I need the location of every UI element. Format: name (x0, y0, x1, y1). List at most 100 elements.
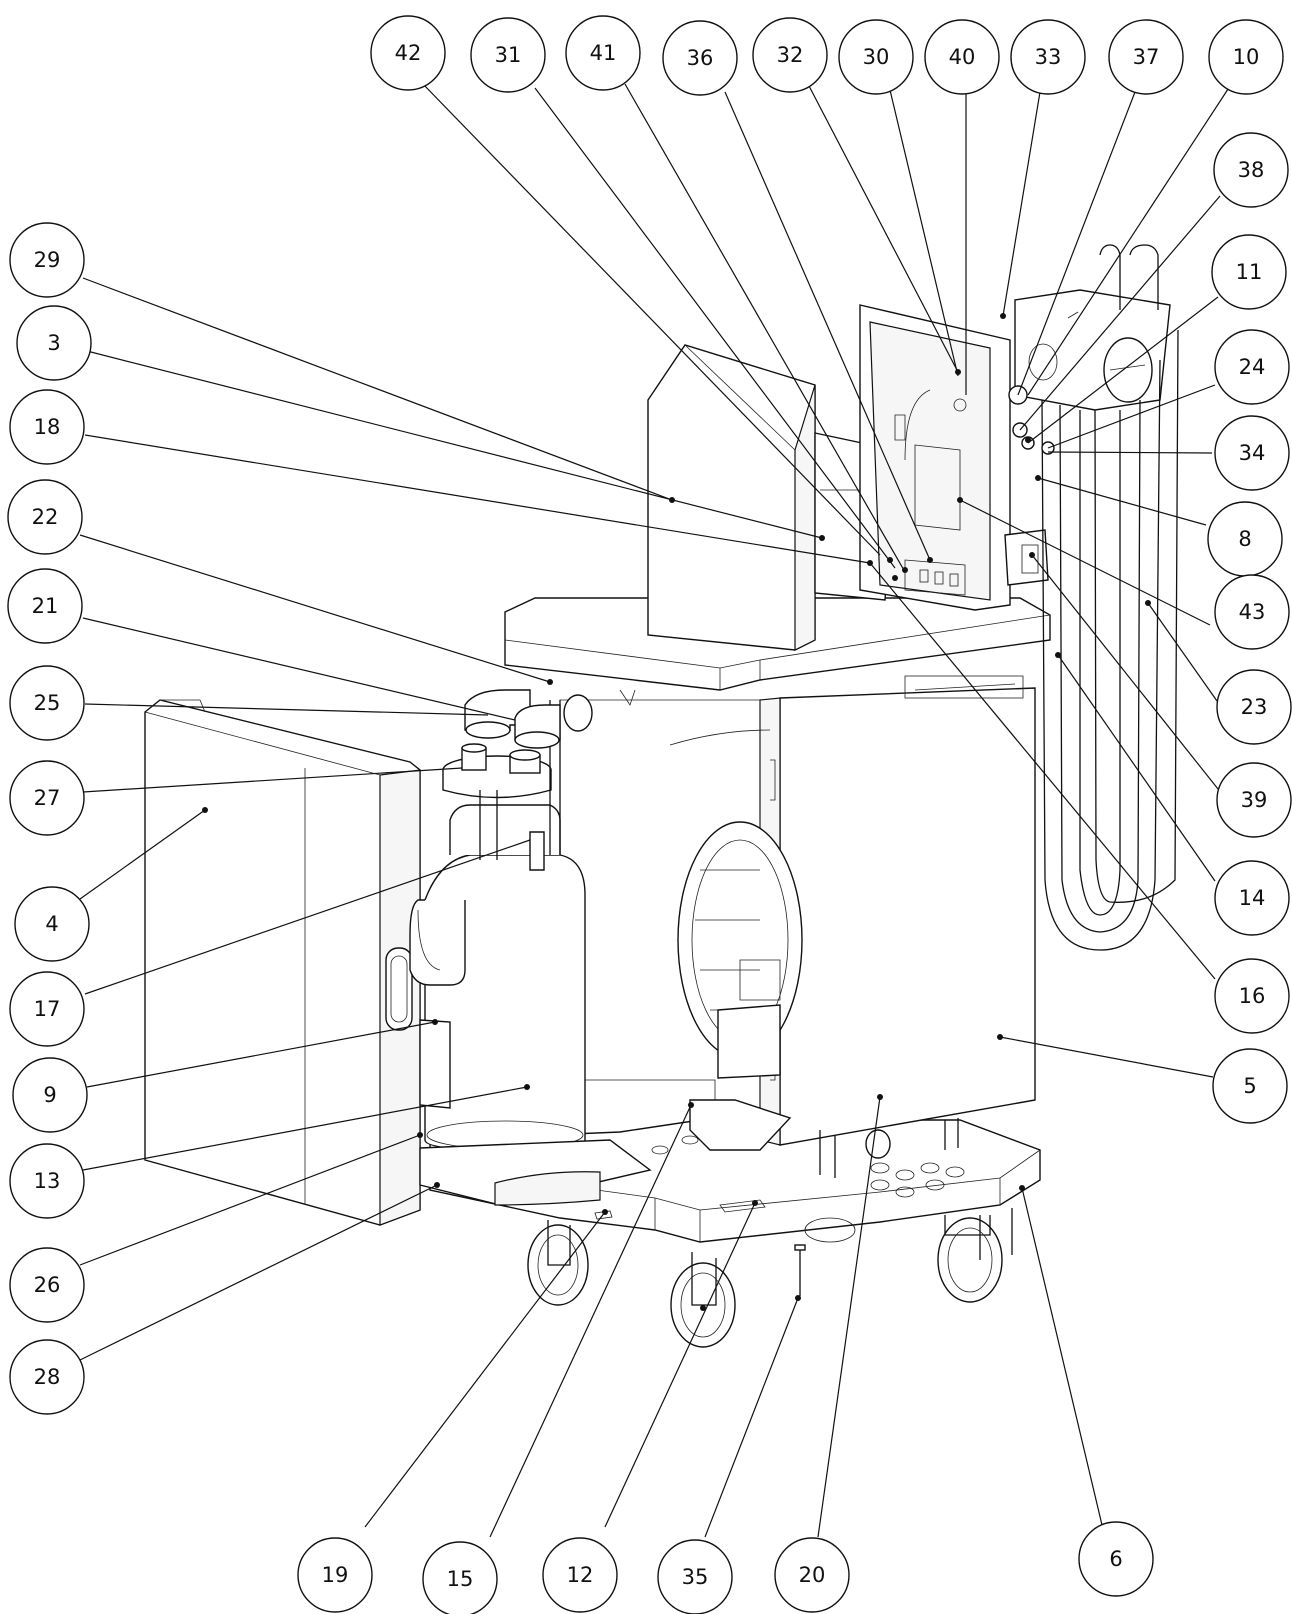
callout-label: 14 (1239, 886, 1266, 910)
callout-label: 25 (34, 691, 61, 715)
callout-label: 24 (1239, 355, 1266, 379)
callout-25: 25 (9, 665, 85, 741)
callout-label: 15 (447, 1567, 474, 1591)
callout-label: 32 (777, 43, 804, 67)
callout-14: 14 (1214, 860, 1290, 936)
top-cover-housing (647, 344, 816, 651)
callout-label: 17 (34, 997, 61, 1021)
callout-label: 26 (34, 1273, 61, 1297)
callout-label: 3 (47, 331, 60, 355)
callout-label: 29 (34, 248, 61, 272)
callout-34: 34 (1214, 415, 1290, 491)
callout-21: 21 (7, 568, 83, 644)
callout-label: 16 (1239, 984, 1266, 1008)
callout-35: 35 (657, 1539, 733, 1614)
caster-wheel-front-left (527, 1220, 589, 1306)
vacuum-hoses (1041, 244, 1179, 951)
callout-28: 28 (9, 1339, 85, 1415)
leader-lines (79, 82, 1233, 1538)
callout-30: 30 (838, 19, 914, 95)
callout-5: 5 (1212, 1048, 1288, 1124)
callout-31: 31 (470, 17, 546, 93)
callout-label: 5 (1243, 1074, 1256, 1098)
motor-mount (689, 1099, 792, 1151)
callout-15: 15 (422, 1541, 498, 1614)
callout-label: 41 (590, 41, 617, 65)
callout-11: 11 (1211, 234, 1287, 310)
callout-label: 28 (34, 1365, 61, 1389)
machine-drawing (144, 244, 1179, 1348)
callout-3: 3 (16, 305, 92, 381)
callout-26: 26 (9, 1247, 85, 1323)
callout-label: 27 (34, 786, 61, 810)
callout-label: 42 (395, 41, 422, 65)
callout-label: 37 (1133, 45, 1160, 69)
callout-bubbles: 42 31 41 36 32 30 40 33 37 10 38 11 24 3… (7, 15, 1292, 1614)
callout-label: 34 (1239, 441, 1266, 465)
cabinet-side-panel (759, 675, 1036, 1146)
callout-41: 41 (565, 15, 641, 91)
label-plate (419, 1019, 451, 1109)
callout-8: 8 (1207, 501, 1283, 577)
callout-20: 20 (774, 1537, 850, 1613)
callout-9: 9 (12, 1057, 88, 1133)
caster-wheel-rear-right (937, 1215, 1003, 1303)
callout-label: 6 (1109, 1547, 1122, 1571)
callout-label: 4 (45, 912, 58, 936)
callout-39: 39 (1216, 762, 1292, 838)
callout-label: 35 (682, 1565, 709, 1589)
callout-label: 39 (1241, 788, 1268, 812)
callout-label: 43 (1239, 600, 1266, 624)
callout-label: 10 (1233, 45, 1260, 69)
screw (794, 1244, 806, 1296)
callout-24: 24 (1214, 329, 1290, 405)
callout-label: 9 (43, 1083, 56, 1107)
caster-wheel-rear (804, 1217, 856, 1243)
callout-36: 36 (662, 20, 738, 96)
callout-12: 12 (542, 1537, 618, 1613)
callout-13: 13 (9, 1143, 85, 1219)
callout-label: 33 (1035, 45, 1062, 69)
callout-23: 23 (1216, 669, 1292, 745)
callout-label: 18 (34, 415, 61, 439)
callout-label: 13 (34, 1169, 61, 1193)
float-valve (529, 831, 545, 871)
callout-29: 29 (9, 222, 85, 298)
callout-33: 33 (1010, 19, 1086, 95)
callout-label: 31 (495, 43, 522, 67)
callout-label: 11 (1236, 260, 1263, 284)
callout-label: 22 (32, 505, 59, 529)
callout-label: 40 (949, 45, 976, 69)
callout-17: 17 (9, 971, 85, 1047)
callout-label: 8 (1238, 527, 1251, 551)
callout-10: 10 (1208, 19, 1284, 95)
callout-4: 4 (14, 886, 90, 962)
callout-43: 43 (1214, 574, 1290, 650)
callout-22: 22 (7, 479, 83, 555)
callout-40: 40 (924, 19, 1000, 95)
callout-6: 6 (1078, 1521, 1154, 1597)
callout-37: 37 (1108, 19, 1184, 95)
callout-label: 38 (1238, 158, 1265, 182)
callout-27: 27 (9, 760, 85, 836)
elbow-pipes (464, 679, 593, 749)
callout-42: 42 (370, 15, 446, 91)
callout-38: 38 (1213, 132, 1289, 208)
callout-label: 20 (799, 1563, 826, 1587)
callout-label: 12 (567, 1563, 594, 1587)
hose-bracket (1014, 289, 1171, 411)
callout-32: 32 (752, 17, 828, 93)
callout-18: 18 (9, 389, 85, 465)
callout-label: 36 (687, 46, 714, 70)
control-box (859, 304, 1011, 611)
motor-blower (677, 821, 803, 1079)
callout-label: 30 (863, 45, 890, 69)
collection-canister (409, 804, 586, 1151)
callout-19: 19 (297, 1537, 373, 1613)
left-door (144, 699, 421, 1226)
caster-wheel-front-center (670, 1252, 736, 1348)
canister-tray (419, 1139, 652, 1206)
callout-label: 19 (322, 1563, 349, 1587)
